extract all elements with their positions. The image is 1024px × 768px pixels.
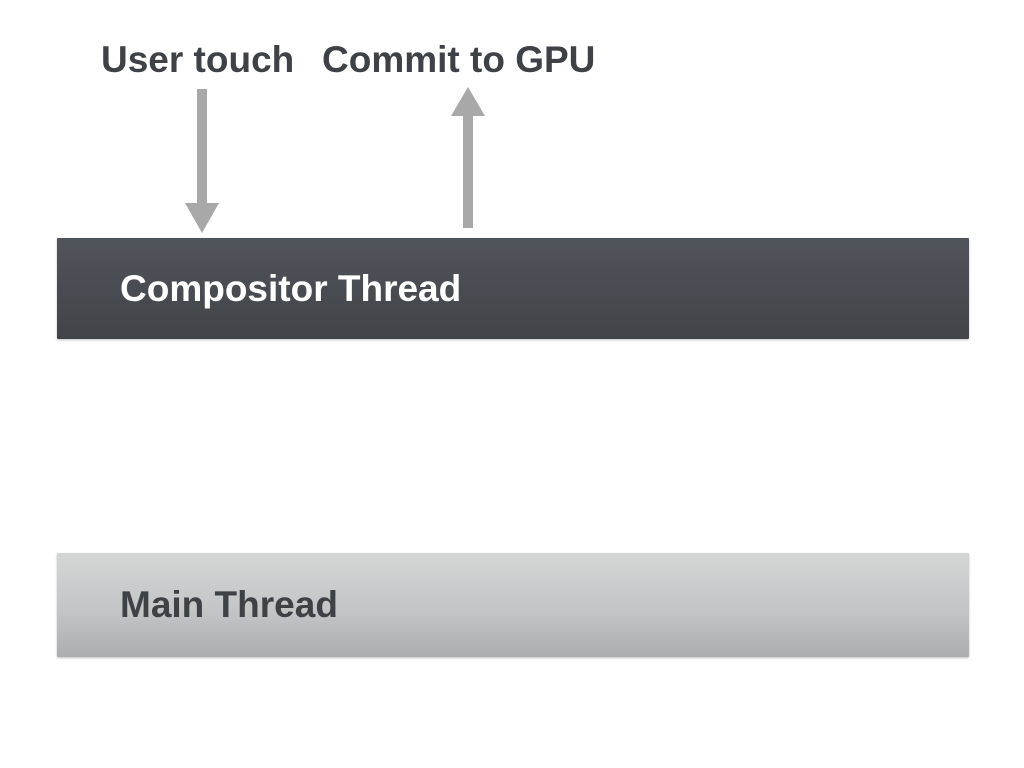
down-arrow-head [185,203,219,233]
up-arrow-icon [451,87,485,228]
up-arrow-shaft [463,115,473,228]
user-touch-label: User touch [101,39,295,80]
main-thread-bar: Main Thread [57,553,969,657]
down-arrow-shaft [197,89,207,205]
up-arrow-head [451,87,485,116]
main-thread-label: Main Thread [120,584,338,625]
compositor-thread-bar: Compositor Thread [57,238,969,339]
compositor-thread-label: Compositor Thread [120,267,462,309]
commit-to-gpu-label: Commit to GPU [322,39,596,80]
down-arrow-icon [185,89,219,233]
